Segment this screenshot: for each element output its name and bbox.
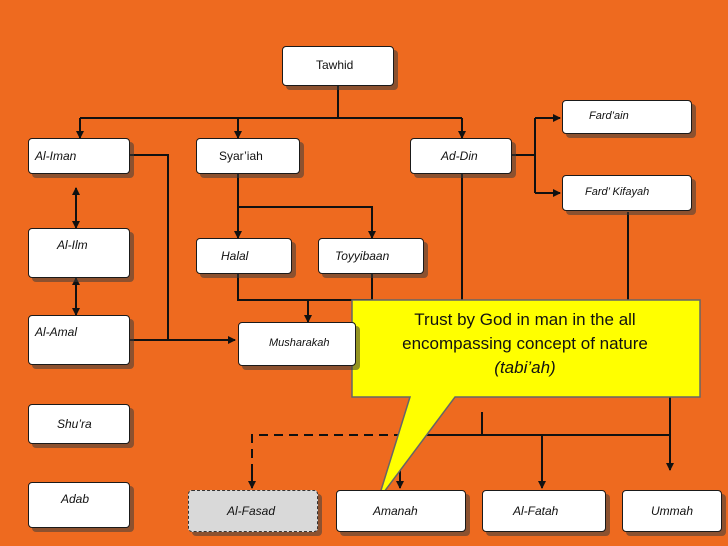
node-fard-kifayah: Fard’ Kifayah xyxy=(562,175,692,211)
node-al-ilm-label: Al-Ilm xyxy=(57,238,88,252)
callout-line-1: Trust by God in man in the all encompass… xyxy=(402,310,648,353)
node-al-iman: Al-Iman xyxy=(28,138,130,174)
connector-halal-toyyibaan-merge xyxy=(237,272,373,301)
node-adab-label: Adab xyxy=(61,492,90,506)
node-tawhid: Tawhid xyxy=(282,46,394,86)
callout-text: Trust by God in man in the all encompass… xyxy=(360,308,690,380)
node-toyyibaan: Toyyibaan xyxy=(318,238,424,274)
node-amanah-label: Amanah xyxy=(373,504,418,518)
node-shura: Shu’ra xyxy=(28,404,130,444)
node-ummah-label: Ummah xyxy=(651,504,694,518)
callout-bubble xyxy=(351,299,701,501)
connector-iman-to-musharakah xyxy=(130,154,236,344)
node-al-amal-label: Al-Amal xyxy=(35,325,78,339)
node-tawhid-label: Tawhid xyxy=(316,58,354,72)
node-toyyibaan-label: Toyyibaan xyxy=(335,249,390,263)
node-halal: Halal xyxy=(196,238,292,274)
node-shura-label: Shu’ra xyxy=(57,417,92,431)
node-al-amal: Al-Amal xyxy=(28,315,130,365)
node-fard-ain: Fard’ain xyxy=(562,100,692,134)
node-al-fasad: Al-Fasad xyxy=(188,490,318,532)
node-syariah-label: Syar’iah xyxy=(219,149,263,163)
callout-line-2: (tabi’ah) xyxy=(494,358,556,377)
node-musharakah-label: Musharakah xyxy=(269,337,330,349)
node-halal-label: Halal xyxy=(221,249,249,263)
node-al-fasad-label: Al-Fasad xyxy=(227,504,276,518)
node-ad-din: Ad-Din xyxy=(410,138,512,174)
node-adab: Adab xyxy=(28,482,130,528)
node-al-fatah: Al-Fatah xyxy=(482,490,606,532)
node-al-fatah-label: Al-Fatah xyxy=(513,504,559,518)
connector-to-toyyibaan xyxy=(238,206,376,239)
node-al-ilm: Al-Ilm xyxy=(28,228,130,278)
node-ad-din-label: Ad-Din xyxy=(441,149,478,163)
connector-dashed-fasad xyxy=(251,434,400,488)
node-musharakah: Musharakah xyxy=(238,322,356,366)
node-fard-ain-label: Fard’ain xyxy=(589,110,629,122)
node-ummah: Ummah xyxy=(622,490,722,532)
node-al-iman-label: Al-Iman xyxy=(35,149,77,163)
node-syariah: Syar’iah xyxy=(196,138,300,174)
node-amanah: Amanah xyxy=(336,490,466,532)
node-fard-kifayah-label: Fard’ Kifayah xyxy=(585,186,650,198)
